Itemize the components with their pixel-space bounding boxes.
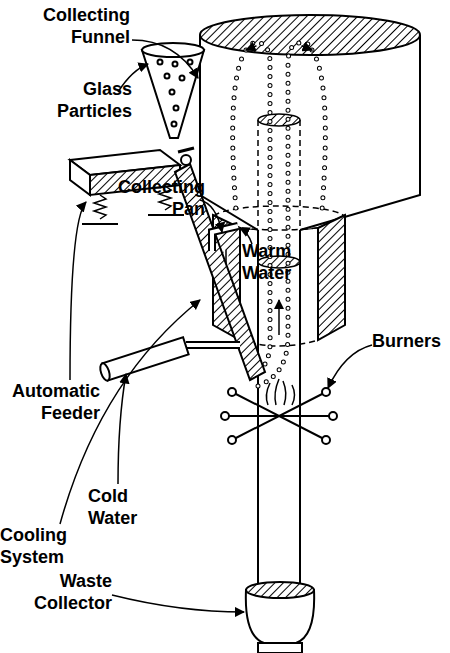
- part-label: Cold Water: [88, 485, 154, 529]
- leader-arrows: [60, 40, 372, 612]
- part-label: Collecting Pan: [100, 176, 205, 220]
- part-label: Burners: [372, 330, 450, 352]
- part-label: Warm Water: [242, 240, 312, 284]
- automatic-feeder: [70, 43, 204, 224]
- part-label: Waste Collector: [6, 570, 112, 614]
- burners: [221, 379, 337, 444]
- part-label: Glass Particles: [40, 78, 132, 122]
- collecting-funnel: [200, 15, 420, 230]
- part-label: Cooling System: [0, 524, 82, 568]
- cooling-system: [98, 148, 265, 382]
- part-label: Collecting Funnel: [10, 4, 130, 48]
- central-tube: [240, 228, 318, 600]
- part-label: Automatic Feeder: [0, 380, 100, 424]
- waste-collector: [246, 582, 314, 653]
